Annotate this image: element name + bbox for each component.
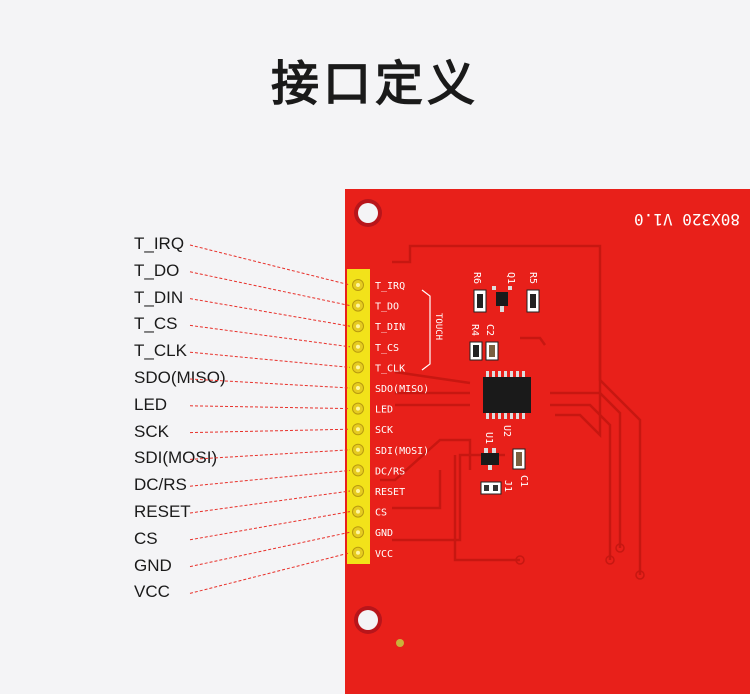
- pin-label-gnd: GND: [134, 555, 172, 575]
- pin-hole-reset: [356, 489, 360, 493]
- silk-label-gnd: GND: [375, 528, 393, 539]
- pin-hole-sdo-miso: [356, 386, 360, 390]
- leader-line-sck: [189, 428, 351, 434]
- leader-line-sdi-mosi: [189, 449, 351, 460]
- silk-label-sck: SCK: [375, 425, 393, 436]
- leader-line-dc-rs: [189, 469, 351, 487]
- svg-text:C1: C1: [518, 475, 529, 487]
- silk-label-sdi-mosi: SDI(MOSI): [375, 446, 429, 457]
- leader-line-gnd: [189, 531, 351, 568]
- leader-line-vcc: [189, 552, 351, 594]
- svg-text:Q1: Q1: [505, 272, 516, 284]
- svg-text:J1: J1: [502, 480, 513, 492]
- page-title: 接口定义: [270, 56, 479, 112]
- silk-label-sdo-miso: SDO(MISO): [375, 384, 429, 395]
- leader-line-cs: [189, 511, 351, 541]
- pin-label-sdo-miso: SDO(MISO): [134, 368, 226, 387]
- pin-label-t-do: T_DO: [134, 260, 180, 280]
- leader-line-led: [189, 405, 351, 410]
- silk-label-t-do: T_DO: [375, 302, 399, 313]
- via-hole: [396, 639, 404, 647]
- silk-label-cs: CS: [375, 508, 387, 519]
- pin-hole-t-irq: [356, 283, 360, 287]
- component-r5: R5: [526, 272, 540, 313]
- silk-label-t-clk: T_CLK: [375, 363, 405, 374]
- pin-label-cs: CS: [134, 528, 158, 548]
- component-q1: Q1: [492, 272, 516, 312]
- component-c1: C1: [512, 448, 529, 487]
- leader-line-t-irq: [189, 244, 351, 286]
- component-r4: R4: [469, 324, 483, 361]
- pin-hole-t-do: [356, 303, 360, 308]
- pin-label-reset: RESET: [134, 502, 191, 521]
- pin-label-sck: SCK: [134, 421, 169, 441]
- via-points: [515, 543, 645, 580]
- touch-label: TOUCH: [433, 313, 443, 340]
- pin-hole-t-clk: [356, 365, 360, 370]
- leader-line-t-din: [189, 298, 351, 327]
- pin-label-t-cs: T_CS: [134, 314, 178, 334]
- svg-text:U2: U2: [501, 425, 512, 437]
- pin-hole-t-din: [356, 324, 360, 329]
- leader-line-sdo-miso: [189, 378, 351, 389]
- component-r6: R6: [471, 272, 487, 313]
- pin-label-t-irq: T_IRQ: [134, 234, 185, 253]
- mounting-hole-inner: [358, 203, 378, 223]
- pin-hole-sdi-mosi: [356, 447, 360, 452]
- leader-line-t-do: [189, 271, 351, 307]
- pin-group: T_IRQ T_DO T_DIN T_CS T_CLK SDO(MISO) LED SCK SD…: [352, 279, 429, 560]
- pin-hole-cs: [356, 509, 360, 514]
- component-j1: J1: [480, 480, 513, 495]
- pin-label-led: LED: [134, 394, 168, 414]
- silk-label-led: LED: [375, 405, 393, 416]
- silk-label-reset: RESET: [375, 487, 405, 498]
- component-u2: U2: [483, 371, 531, 437]
- leader-line-t-clk: [189, 351, 351, 368]
- silk-label-t-cs: T_CS: [375, 343, 399, 354]
- pin-hole-gnd: [356, 530, 360, 535]
- pin-label-t-clk: T_CLK: [134, 341, 187, 361]
- pin-hole-t-cs: [356, 344, 360, 349]
- svg-text:R5: R5: [527, 272, 538, 284]
- touch-bracket: [421, 289, 431, 371]
- pin-hole-dc-rs: [356, 468, 360, 473]
- board-version-label: 80X320 V1.0: [634, 210, 740, 229]
- pin-header: [347, 269, 370, 564]
- leader-lines: [189, 244, 351, 594]
- leader-line-t-cs: [189, 324, 351, 348]
- component-u1: U1: [481, 432, 499, 470]
- silk-label-dc-rs: DC/RS: [375, 466, 405, 477]
- pin-hole-vcc: [356, 550, 360, 555]
- pin-label-dc-rs: DC/RS: [134, 475, 187, 495]
- pin-label-sdi-mosi: SDI(MOSI): [134, 448, 218, 468]
- pcb-board: [345, 189, 750, 694]
- svg-text:U1: U1: [483, 432, 494, 444]
- svg-text:R4: R4: [469, 324, 480, 336]
- leader-line-reset: [189, 490, 351, 514]
- pin-hole-led: [356, 406, 360, 411]
- component-c2: C2: [484, 324, 499, 361]
- svg-text:R6: R6: [471, 272, 482, 284]
- pin-label-vcc: VCC: [134, 582, 170, 602]
- silk-label-vcc: VCC: [375, 549, 393, 560]
- pin-label-t-din: T_DIN: [134, 287, 184, 307]
- svg-text:C2: C2: [484, 324, 495, 336]
- mounting-hole-inner: [358, 610, 378, 630]
- silk-label-t-irq: T_IRQ: [375, 281, 405, 292]
- pin-hole-sck: [356, 427, 360, 432]
- silk-label-t-din: T_DIN: [375, 322, 405, 333]
